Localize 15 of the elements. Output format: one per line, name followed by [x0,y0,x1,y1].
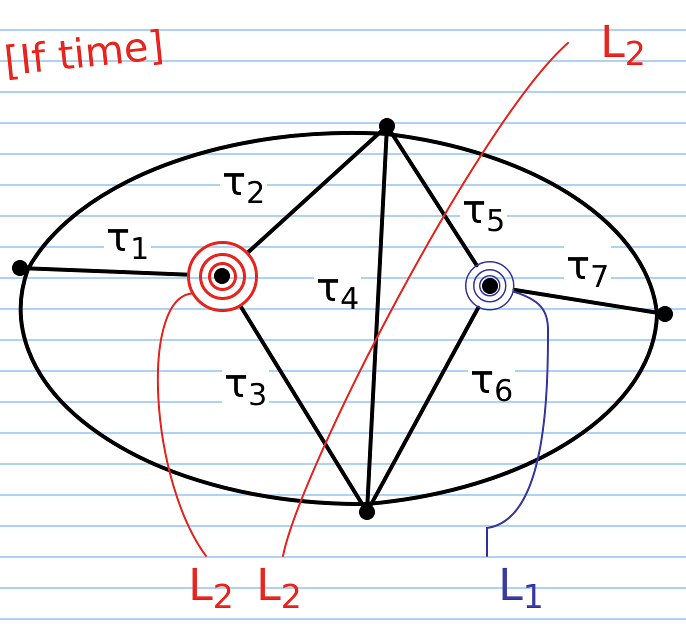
edge-label: τ$_{7}$ [564,246,612,286]
ringed-vertex-drawing [186,240,258,312]
leader-line [486,290,549,557]
leader-line [282,42,569,557]
edge-label: τ$_{5}$ [460,190,508,230]
note-text: [If time] [2,26,166,82]
curve-label: L$_{2}$ [244,556,314,616]
curve-label: L$_{1}$ [476,556,566,616]
leader-line [156,292,207,557]
graph-edge [246,129,384,254]
graph-edge [389,130,479,268]
curve-label: L$_{2}$ [568,8,678,78]
graph-edge [19,267,368,506]
ringed-vertex-drawing [465,261,515,311]
curve-label: L$_{2}$ [180,556,242,616]
